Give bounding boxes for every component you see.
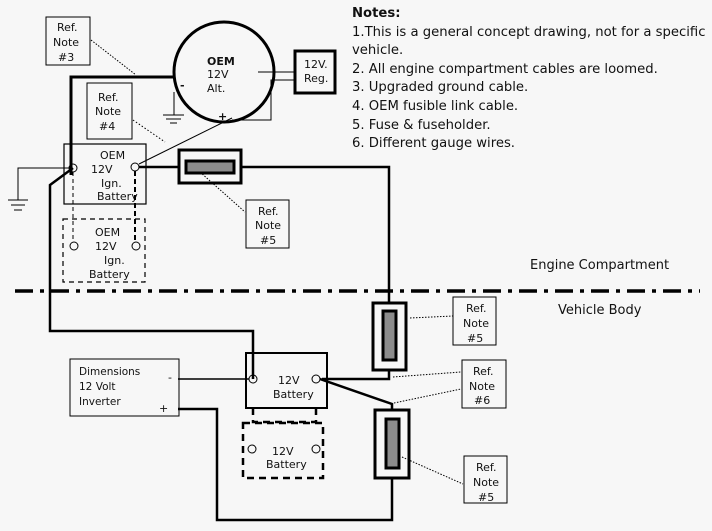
aux-battery-alt-label-1: 12V <box>272 445 294 458</box>
svg-text:Note: Note <box>255 219 281 232</box>
inverter-box <box>69 358 180 417</box>
svg-text:#4: #4 <box>99 120 115 133</box>
oem-battery-label-4: Battery <box>97 190 138 203</box>
ref-note-4-leader <box>132 119 166 143</box>
aux-battery-alt-neg-terminal <box>247 444 257 454</box>
fuse-1 <box>184 159 236 175</box>
alternator-label-1: OEM <box>207 55 235 68</box>
alternator-neg-terminal: - <box>180 79 185 92</box>
svg-text:Note: Note <box>463 317 489 330</box>
svg-text:Ref.: Ref. <box>258 205 279 218</box>
svg-text:Note: Note <box>473 476 499 489</box>
ref-note-4: Ref. Note #4 <box>86 82 133 140</box>
ref-note-3-leader <box>90 39 137 76</box>
svg-text:Ref.: Ref. <box>473 365 494 378</box>
svg-text:Ref.: Ref. <box>466 302 487 315</box>
svg-text:Note: Note <box>53 36 79 49</box>
oem-battery-label-2: 12V <box>91 163 113 176</box>
oem-battery-label-3: Ign. <box>101 177 122 190</box>
svg-text:#5: #5 <box>478 491 494 504</box>
oem-battery-label-1: OEM <box>100 149 125 162</box>
ref-note-6: Ref. Note #6 <box>461 359 507 409</box>
alternator-label-2: 12V <box>207 68 229 81</box>
fuse-2 <box>381 309 398 362</box>
svg-text:Ref.: Ref. <box>57 21 78 34</box>
ref-note-5a: Ref. Note #5 <box>245 199 290 249</box>
aux-battery-alt-pos-terminal <box>311 444 321 454</box>
ref-note-3: Ref. Note #3 <box>45 16 91 66</box>
aux-battery-pos-terminal[interactable] <box>311 374 321 384</box>
svg-text:Note: Note <box>95 105 121 118</box>
inverter-label-1: Dimensions <box>79 366 140 378</box>
alternator-label-3: Alt. <box>207 82 225 95</box>
svg-text:Ref.: Ref. <box>98 91 119 104</box>
svg-text:#5: #5 <box>260 234 276 247</box>
oem-battery-ground-wire <box>17 167 69 200</box>
inverter-label-3: Inverter <box>79 396 121 408</box>
main-positive-cable <box>139 165 391 381</box>
aux-battery-label-1: 12V <box>278 374 300 387</box>
svg-text:#5: #5 <box>467 332 483 345</box>
fusible-link-cable <box>138 117 233 165</box>
note-item: 4. OEM fusible link cable. <box>352 98 519 114</box>
oem-battery-pos-terminal[interactable] <box>130 162 140 172</box>
svg-text:Ref.: Ref. <box>476 461 497 474</box>
oem-battery-alt-box <box>62 218 146 283</box>
oem-battery-alt-pos-terminal <box>131 241 141 251</box>
ref-note-5c-leader <box>401 456 464 485</box>
ground-icon <box>8 199 28 211</box>
oem-battery-alt-neg-terminal <box>69 241 79 251</box>
note-item: 1.This is a general concept drawing, not… <box>352 24 706 59</box>
regulator-label-1: 12V. <box>304 58 328 71</box>
note-item: 2. All engine compartment cables are loo… <box>352 61 658 77</box>
aux-alt-dashed-wire <box>251 408 318 424</box>
inverter-positive-feed <box>178 377 394 522</box>
svg-text:#3: #3 <box>58 51 74 64</box>
note-item: 3. Upgraded ground cable. <box>352 80 529 96</box>
ref-note-5b-leader <box>409 315 454 319</box>
regulator-wires <box>232 71 295 121</box>
svg-text:Note: Note <box>469 380 495 393</box>
ref-note-5b: Ref. Note #5 <box>452 296 497 346</box>
fuse-3 <box>384 417 401 470</box>
note-item: 6. Different gauge wires. <box>352 136 516 152</box>
ground-cable <box>69 75 174 175</box>
vehicle-body-label: Vehicle Body <box>558 303 642 318</box>
engine-compartment-label: Engine Compartment <box>530 258 670 273</box>
ref-note-5c: Ref. Note #5 <box>463 455 508 504</box>
ref-note-6-leaders <box>392 371 462 404</box>
ref-note-5a-leader <box>199 171 246 213</box>
oem-battery-alt-label-1: OEM <box>95 226 120 239</box>
inverter-pos-terminal: + <box>159 402 168 415</box>
inverter-neg-terminal: - <box>168 371 172 384</box>
aux-battery-alt-label-2: Battery <box>266 458 307 471</box>
notes-title: Notes: <box>352 6 401 21</box>
oem-battery-alt-label-2: 12V <box>95 240 117 253</box>
oem-battery-alt-label-4: Battery <box>89 268 130 281</box>
notes-panel: Notes: 1.This is a general concept drawi… <box>352 5 707 154</box>
note-item: 5. Fuse & fuseholder. <box>352 117 491 133</box>
aux-battery-label-2: Battery <box>273 388 314 401</box>
regulator-label-2: Reg. <box>304 72 328 85</box>
aux-battery-alt-box <box>241 421 325 480</box>
alternator-pos-terminal: + <box>218 110 227 123</box>
ground-icon <box>163 114 184 124</box>
chassis-cable <box>48 166 255 379</box>
svg-text:#6: #6 <box>474 394 490 407</box>
inverter-label-2: 12 Volt <box>79 381 116 393</box>
oem-battery-alt-label-3: Ign. <box>104 254 125 267</box>
